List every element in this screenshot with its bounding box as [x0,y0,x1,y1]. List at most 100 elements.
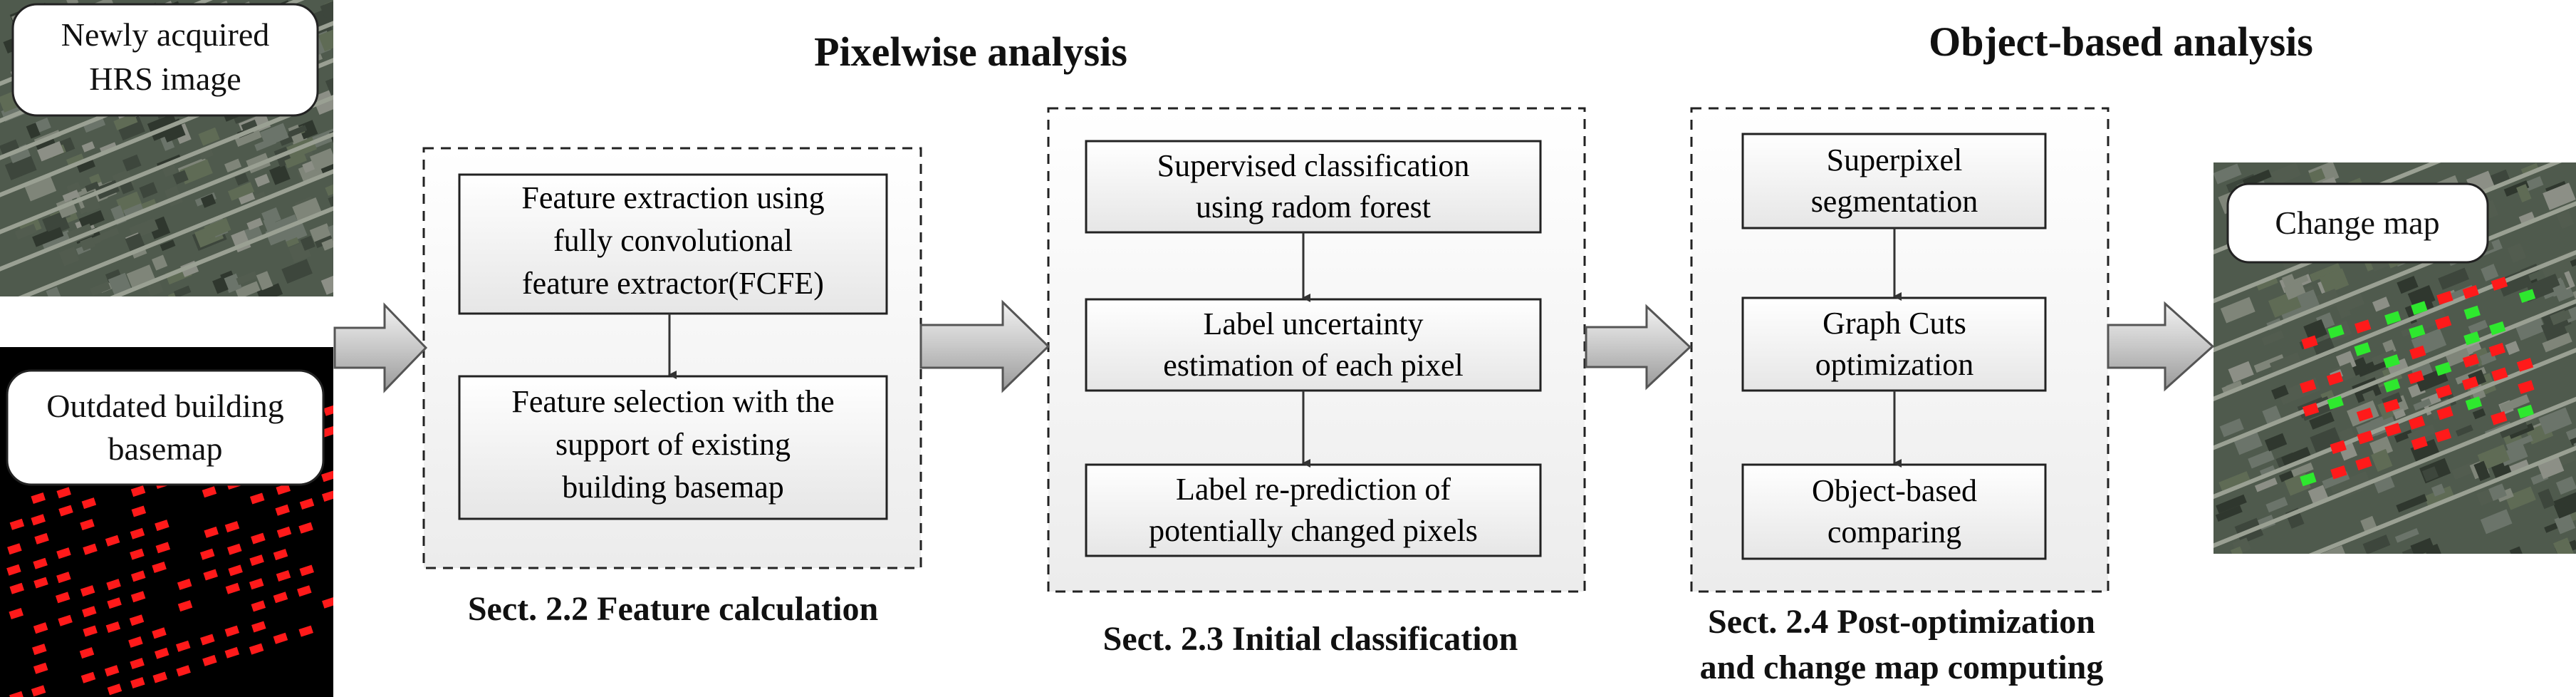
basemap-building [322,597,333,609]
step-superpixel-segmentation: Superpixel segmentation [1741,133,2047,229]
section-caption-post-line-2: and change map computing [1700,649,2104,686]
texture-patch [246,217,264,231]
basemap-building [224,625,240,637]
basemap-building [154,647,170,659]
change-building [2301,335,2318,350]
texture-patch [2407,424,2436,443]
basemap-building [33,622,48,634]
change-building [2435,384,2453,399]
step-text-line: using radom forest [1196,190,1431,224]
texture-patch [81,141,95,153]
texture-patch [200,193,217,208]
texture-patch [2431,483,2446,497]
basemap-building [249,643,264,655]
step-label-uncertainty: Label uncertainty estimation of each pix… [1085,298,1542,392]
change-building [2383,398,2400,413]
texture-patch [2318,545,2347,554]
basemap-building [202,486,217,498]
texture-patch [2281,447,2312,469]
basemap-building [131,505,147,517]
texture-patch [2480,509,2513,535]
texture-patch [2253,353,2285,373]
texture-patch [281,259,313,284]
basemap-building [297,585,312,597]
basemap-building [130,527,145,539]
section-caption-initial: Sect. 2.3 Initial classification [1103,620,1518,658]
change-building [2488,321,2506,336]
basemap-building [177,578,192,590]
section-caption-feature: Sect. 2.2 Feature calculation [468,590,878,628]
basemap-building [321,470,333,482]
texture-road [0,163,333,296]
change-building [2462,285,2479,299]
texture-patch [2424,485,2455,508]
texture-patch [2526,274,2560,297]
step-text-line: Feature extraction using [521,180,824,215]
basemap-building [7,543,22,555]
basemap-building [56,547,71,559]
texture-patch [126,264,156,290]
texture-patch [26,123,41,139]
texture-patch [325,76,333,96]
change-building [2436,406,2454,420]
texture-patch [90,281,111,296]
basemap-building [33,662,48,674]
basemap-building [106,579,121,591]
basemap-building [251,532,266,544]
texture-patch [14,224,37,240]
texture-patch [2505,435,2533,451]
change-building [2384,423,2402,437]
step-text-line: Object-based [1812,473,1977,508]
basemap-building [152,671,167,683]
texture-patch [2265,497,2288,513]
texture-patch [2515,316,2546,341]
basemap-building [228,564,243,577]
texture-patch [116,191,143,215]
basemap-building [31,492,46,505]
texture-patch [212,277,229,294]
texture-patch [2509,546,2527,554]
basemap-building [298,522,313,534]
texture-patch [2248,449,2275,469]
texture-patch [2393,408,2406,420]
texture-patch [2455,424,2473,437]
change-building [2383,354,2400,368]
step-feature-selection: Feature selection with the support of ex… [458,375,888,520]
change-building [2411,435,2428,450]
basemap-building [204,526,219,538]
texture-patch [300,235,316,251]
texture-patch [2215,505,2243,522]
step-graph-cuts: Graph Cuts optimization [1741,296,2047,392]
texture-patch [36,138,56,151]
change-building [2488,343,2505,357]
texture-patch [2269,352,2303,376]
texture-road [0,89,333,240]
change-building [2517,404,2534,419]
change-building [2407,370,2424,385]
basemap-building [56,487,71,499]
basemap-building [155,520,170,532]
change-building [2356,408,2374,422]
texture-patch [2410,438,2440,463]
change-building [2357,430,2374,445]
texture-patch [2556,210,2575,229]
step-text-line: Graph Cuts [1823,306,1966,341]
texture-patch [41,229,72,250]
basemap-building [203,569,218,581]
texture-patch [78,210,105,229]
texture-road [2213,342,2576,505]
pixelwise-heading: Pixelwise analysis [814,29,1127,75]
basemap-building [299,564,314,577]
change-building [2355,319,2372,334]
change-building [2327,396,2344,410]
basemap-building [9,607,24,620]
basemap-building [79,647,95,659]
basemap-building [249,578,264,590]
texture-patch [2565,422,2576,440]
basemap-building [105,535,120,547]
texture-patch [2516,184,2532,202]
texture-patch [160,239,176,252]
texture-patch [2261,330,2285,346]
texture-patch [2508,423,2535,439]
texture-patch [314,234,333,249]
